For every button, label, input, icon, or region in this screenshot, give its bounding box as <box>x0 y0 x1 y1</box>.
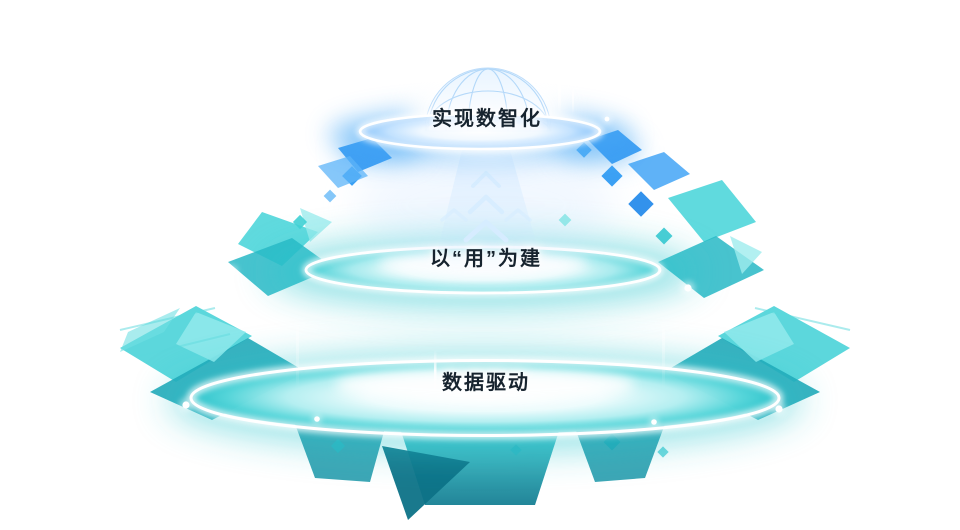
middle-tier-wings <box>228 180 764 298</box>
tier-label-middle: 以“用”为建 <box>430 248 542 270</box>
top-tier-shards <box>318 130 690 190</box>
bottom-tier-cones <box>295 424 669 520</box>
up-arrows-icon <box>440 171 532 243</box>
sparkle-streaks <box>558 66 574 114</box>
floating-diamonds-blue <box>292 142 673 245</box>
floating-diamonds-bottom <box>330 433 669 458</box>
tier-label-bottom: 数据驱动 <box>442 372 530 394</box>
tier-label-top: 实现数智化 <box>432 108 542 130</box>
bottom-tier-wings <box>119 306 851 420</box>
